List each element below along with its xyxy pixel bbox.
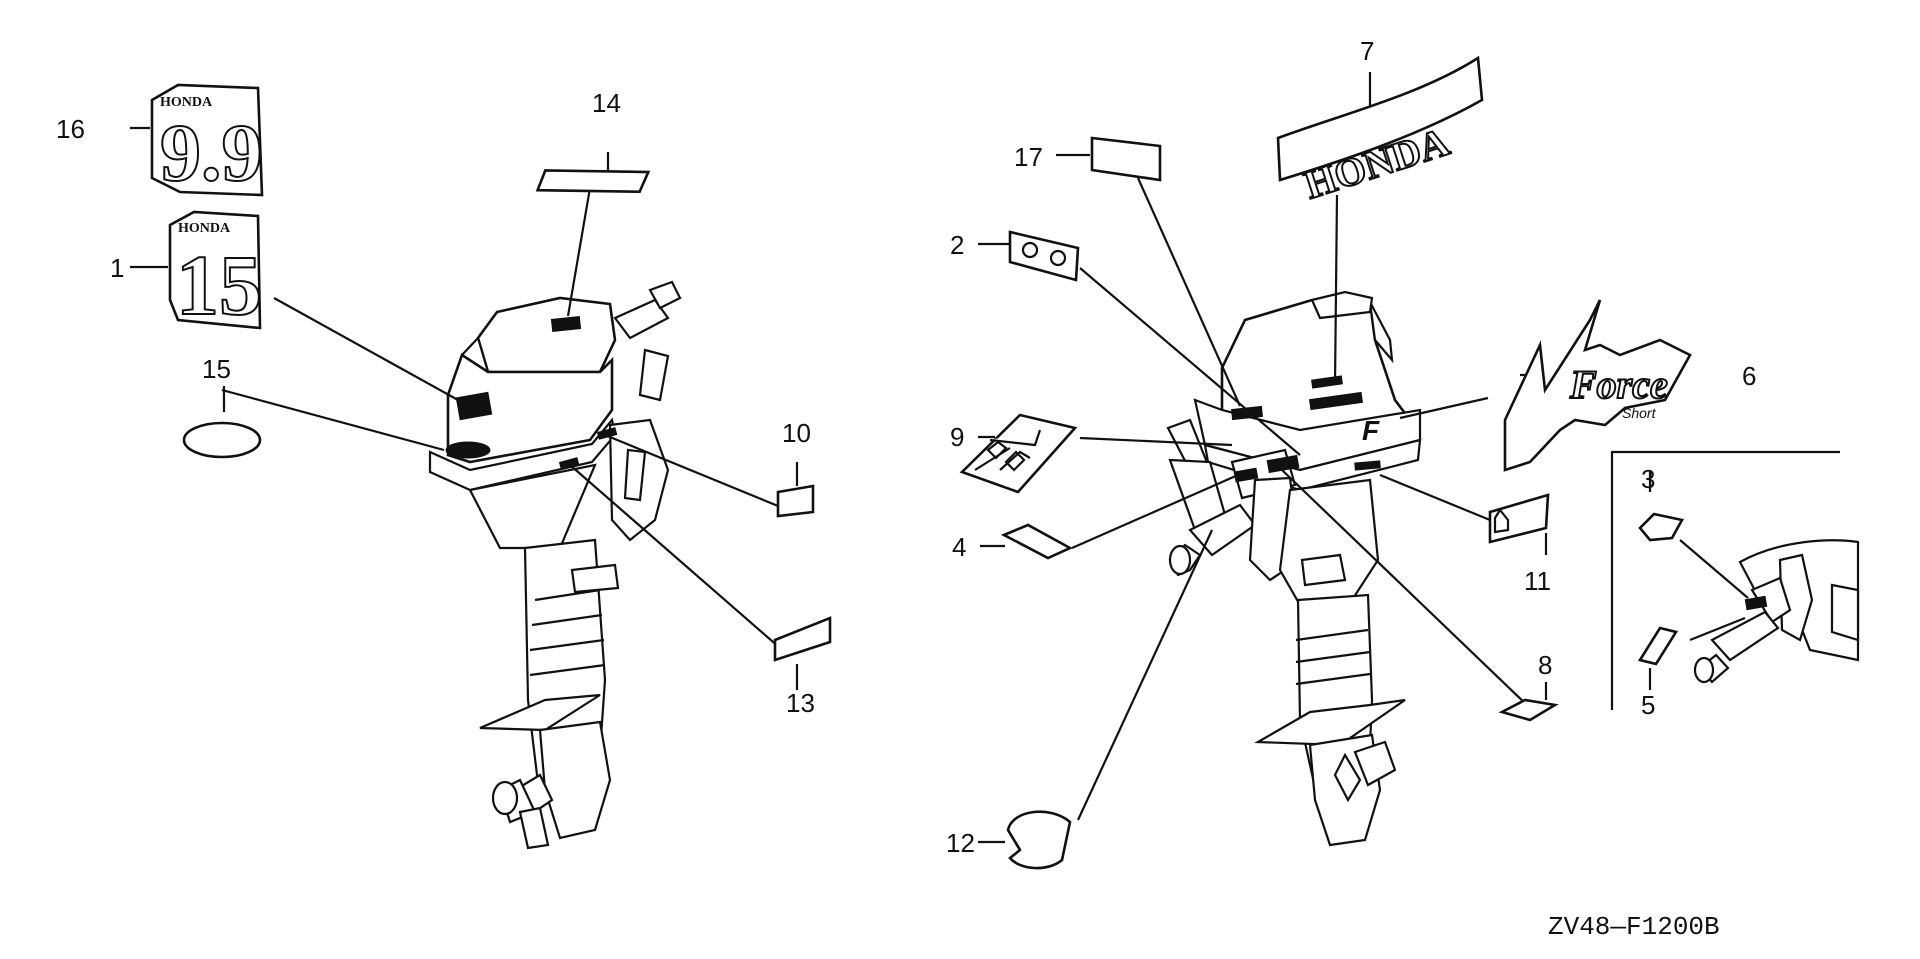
outboard-motor-left bbox=[428, 280, 682, 850]
decal-10-label bbox=[776, 484, 815, 518]
callout-14: 14 bbox=[592, 88, 621, 118]
decal-6-force-emblem: Force Short bbox=[1503, 299, 1692, 472]
force-emblem-on-cowl: F bbox=[1362, 415, 1380, 446]
decal-9-label bbox=[959, 413, 1078, 494]
decal-3-label bbox=[1638, 512, 1684, 542]
callout-1: 1 bbox=[110, 253, 124, 283]
decal-16-number-text: 9.9 bbox=[160, 107, 263, 198]
callout-8: 8 bbox=[1538, 650, 1552, 680]
outboard-motor-right: F bbox=[1166, 290, 1422, 847]
callout-3: 3 bbox=[1641, 464, 1655, 494]
callout-17: 17 bbox=[1014, 142, 1043, 172]
decal-1-number-text: 15 bbox=[176, 237, 262, 333]
decal-11-label bbox=[1488, 493, 1550, 544]
decal-5-label bbox=[1637, 626, 1679, 666]
callout-9: 9 bbox=[950, 422, 964, 452]
callout-11: 11 bbox=[1524, 566, 1551, 596]
decal-15-oval bbox=[182, 421, 262, 459]
callout-10: 10 bbox=[782, 418, 811, 448]
decal-4-label bbox=[1000, 523, 1073, 560]
decal-14-label bbox=[535, 169, 651, 194]
callout-numbers: 16 1 15 14 10 13 17 2 7 6 9 4 11 8 12 3 … bbox=[56, 36, 1756, 858]
decal-6-force-text: Force bbox=[1569, 362, 1668, 407]
decal-16-honda-text: HONDA bbox=[160, 95, 213, 110]
decal-17-label bbox=[1090, 136, 1162, 182]
decal-1-model-15: HONDA 15 bbox=[168, 210, 263, 334]
callout-16: 16 bbox=[56, 114, 85, 144]
diagram-code: ZV48—F1200B bbox=[1548, 912, 1720, 942]
inset-detail bbox=[1610, 450, 1860, 710]
callout-13: 13 bbox=[786, 688, 815, 718]
callout-12: 12 bbox=[946, 828, 975, 858]
callout-7: 7 bbox=[1360, 36, 1374, 66]
decal-16-model-99: HONDA 9.9 bbox=[150, 83, 264, 199]
decal-7-honda-arc: HONDA bbox=[1276, 55, 1484, 209]
decal-8-label bbox=[1498, 698, 1559, 722]
leader-lines-right bbox=[978, 72, 1548, 844]
decal-13-label bbox=[773, 616, 832, 662]
decal-1-honda-text: HONDA bbox=[178, 221, 231, 236]
part-12-clip bbox=[1006, 810, 1072, 870]
decal-2-label bbox=[1008, 230, 1080, 282]
callout-4: 4 bbox=[952, 532, 966, 562]
callout-2: 2 bbox=[950, 230, 964, 260]
callout-5: 5 bbox=[1641, 690, 1655, 720]
callout-15: 15 bbox=[202, 354, 231, 384]
callout-6: 6 bbox=[1742, 361, 1756, 391]
decal-6-shorts-text: Short bbox=[1622, 405, 1657, 421]
